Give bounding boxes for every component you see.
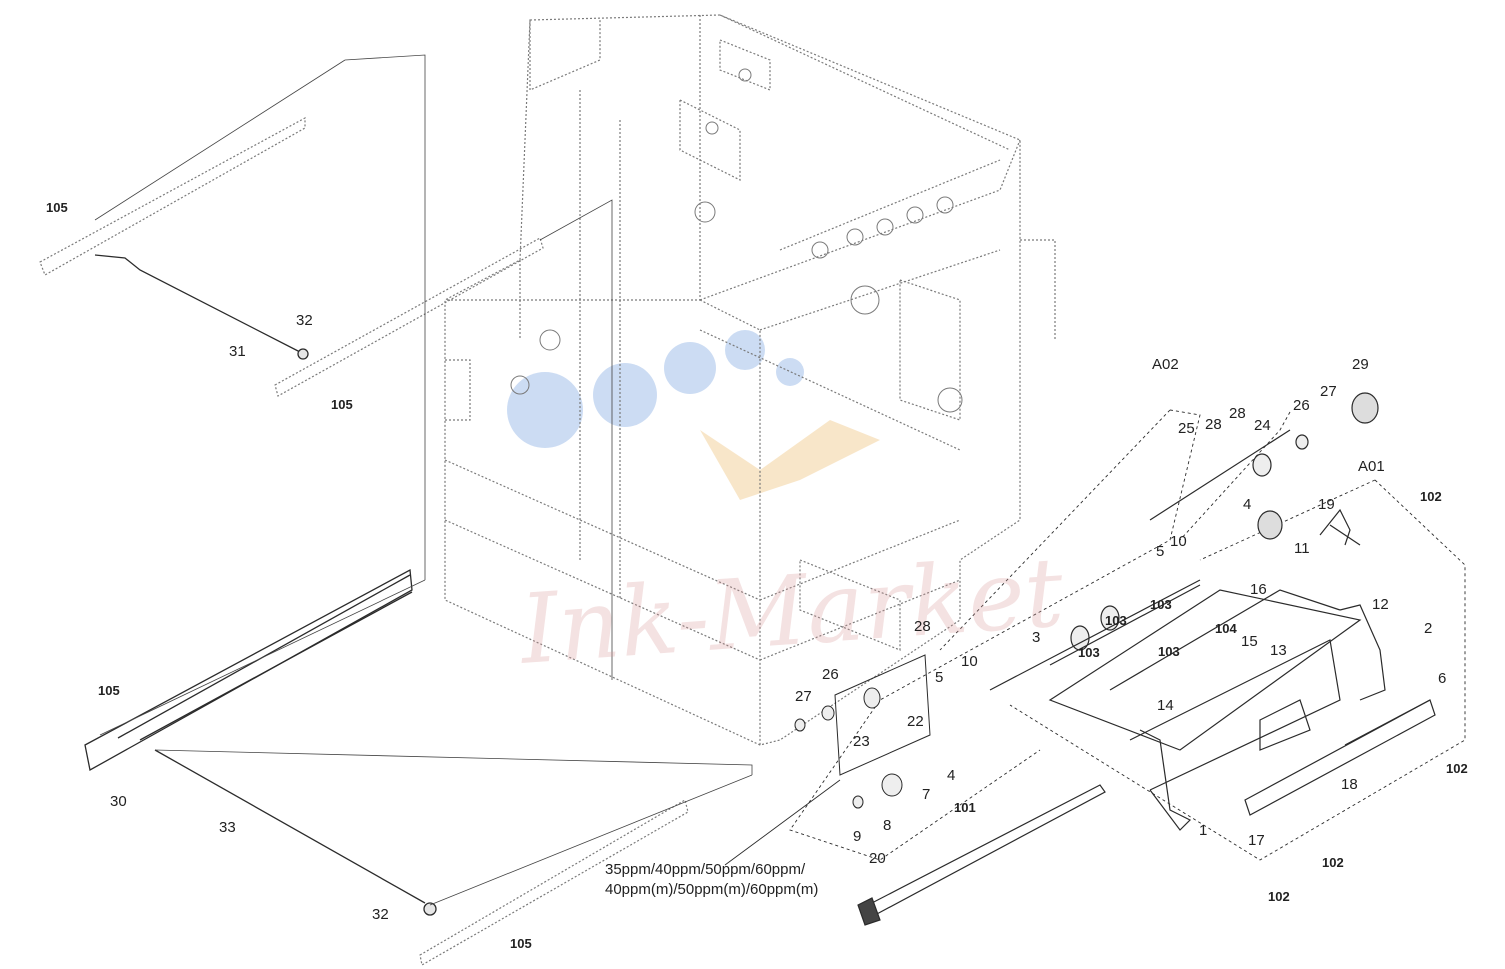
side-guide <box>857 784 1106 926</box>
callout-19: 19 <box>1318 496 1335 513</box>
callout-22: 22 <box>907 713 924 730</box>
callout-20: 20 <box>869 850 886 867</box>
callout-14: 14 <box>1157 697 1174 714</box>
guide-lines <box>94 54 753 906</box>
callout-11: 11 <box>1294 540 1310 557</box>
callout-27: 27 <box>795 688 812 705</box>
callout-5: 5 <box>935 669 944 686</box>
frame-holes <box>510 68 963 413</box>
callout-31: 31 <box>229 343 246 360</box>
callout-103: 103 <box>1150 597 1172 612</box>
callout-10: 10 <box>1170 533 1187 550</box>
assembly-a01-outline <box>1009 479 1466 861</box>
callout-28: 28 <box>914 618 931 635</box>
callout-23: 23 <box>853 733 870 750</box>
callout-a01: A01 <box>1358 458 1385 475</box>
callout-101: 101 <box>954 800 976 815</box>
callout-105: 105 <box>46 200 68 215</box>
callout-24: 24 <box>1254 417 1271 434</box>
callout-32: 32 <box>296 312 313 329</box>
callout-104: 104 <box>1215 621 1237 636</box>
callout-12: 12 <box>1372 596 1389 613</box>
callout-26: 26 <box>822 666 839 683</box>
callout-3: 3 <box>1032 629 1041 646</box>
callout-102: 102 <box>1446 761 1468 776</box>
callout-102: 102 <box>1268 889 1290 904</box>
callout-16: 16 <box>1250 581 1267 598</box>
callout-5: 5 <box>1156 543 1165 560</box>
callout-7: 7 <box>922 786 931 803</box>
callout-8: 8 <box>883 817 892 834</box>
watermark-logo <box>507 330 880 500</box>
rail-lower-left <box>84 568 413 772</box>
callout-33: 33 <box>219 819 236 836</box>
speed-config-note: 35ppm/40ppm/50ppm/60ppm/ 40ppm(m)/50ppm(… <box>605 860 818 900</box>
callout-13: 13 <box>1270 642 1287 659</box>
machine-frame <box>444 14 1056 746</box>
callout-1: 1 <box>1199 822 1208 839</box>
shafts <box>94 254 437 916</box>
callout-105: 105 <box>331 397 353 412</box>
callout-32: 32 <box>372 906 389 923</box>
callout-105: 105 <box>510 936 532 951</box>
callout-105: 105 <box>98 683 120 698</box>
callout-103: 103 <box>1078 645 1100 660</box>
callout-28: 28 <box>1229 405 1246 422</box>
assembly-a02-outline <box>789 409 1291 861</box>
callout-4: 4 <box>947 767 956 784</box>
roller-bracket <box>794 654 931 809</box>
callout-a02: A02 <box>1152 356 1179 373</box>
callout-9: 9 <box>853 828 862 845</box>
callout-10: 10 <box>961 653 978 670</box>
feed-shaft <box>1149 392 1379 546</box>
rail-bottom <box>419 799 689 966</box>
callout-28: 28 <box>1205 416 1222 433</box>
callout-27: 27 <box>1320 383 1337 400</box>
pickup-assembly <box>1048 589 1436 831</box>
callout-25: 25 <box>1178 420 1195 437</box>
callout-15: 15 <box>1241 633 1258 650</box>
speed-config-note-line2: 40ppm(m)/50ppm(m)/60ppm(m) <box>605 881 819 898</box>
pickup-rollers <box>989 579 1201 691</box>
callout-103: 103 <box>1105 613 1127 628</box>
speed-config-note-line1: 35ppm/40ppm/50ppm/60ppm/ <box>605 861 806 878</box>
callout-26: 26 <box>1293 397 1310 414</box>
callout-102: 102 <box>1420 489 1442 504</box>
callout-17: 17 <box>1248 832 1265 849</box>
callout-103: 103 <box>1158 644 1180 659</box>
callout-2: 2 <box>1424 620 1433 637</box>
callout-4: 4 <box>1243 496 1252 513</box>
callout-18: 18 <box>1341 776 1358 793</box>
callout-29: 29 <box>1352 356 1369 373</box>
callout-30: 30 <box>110 793 127 810</box>
callout-6: 6 <box>1438 670 1447 687</box>
callout-102: 102 <box>1322 855 1344 870</box>
note-leader <box>724 779 841 866</box>
rail-top-left <box>39 116 544 397</box>
